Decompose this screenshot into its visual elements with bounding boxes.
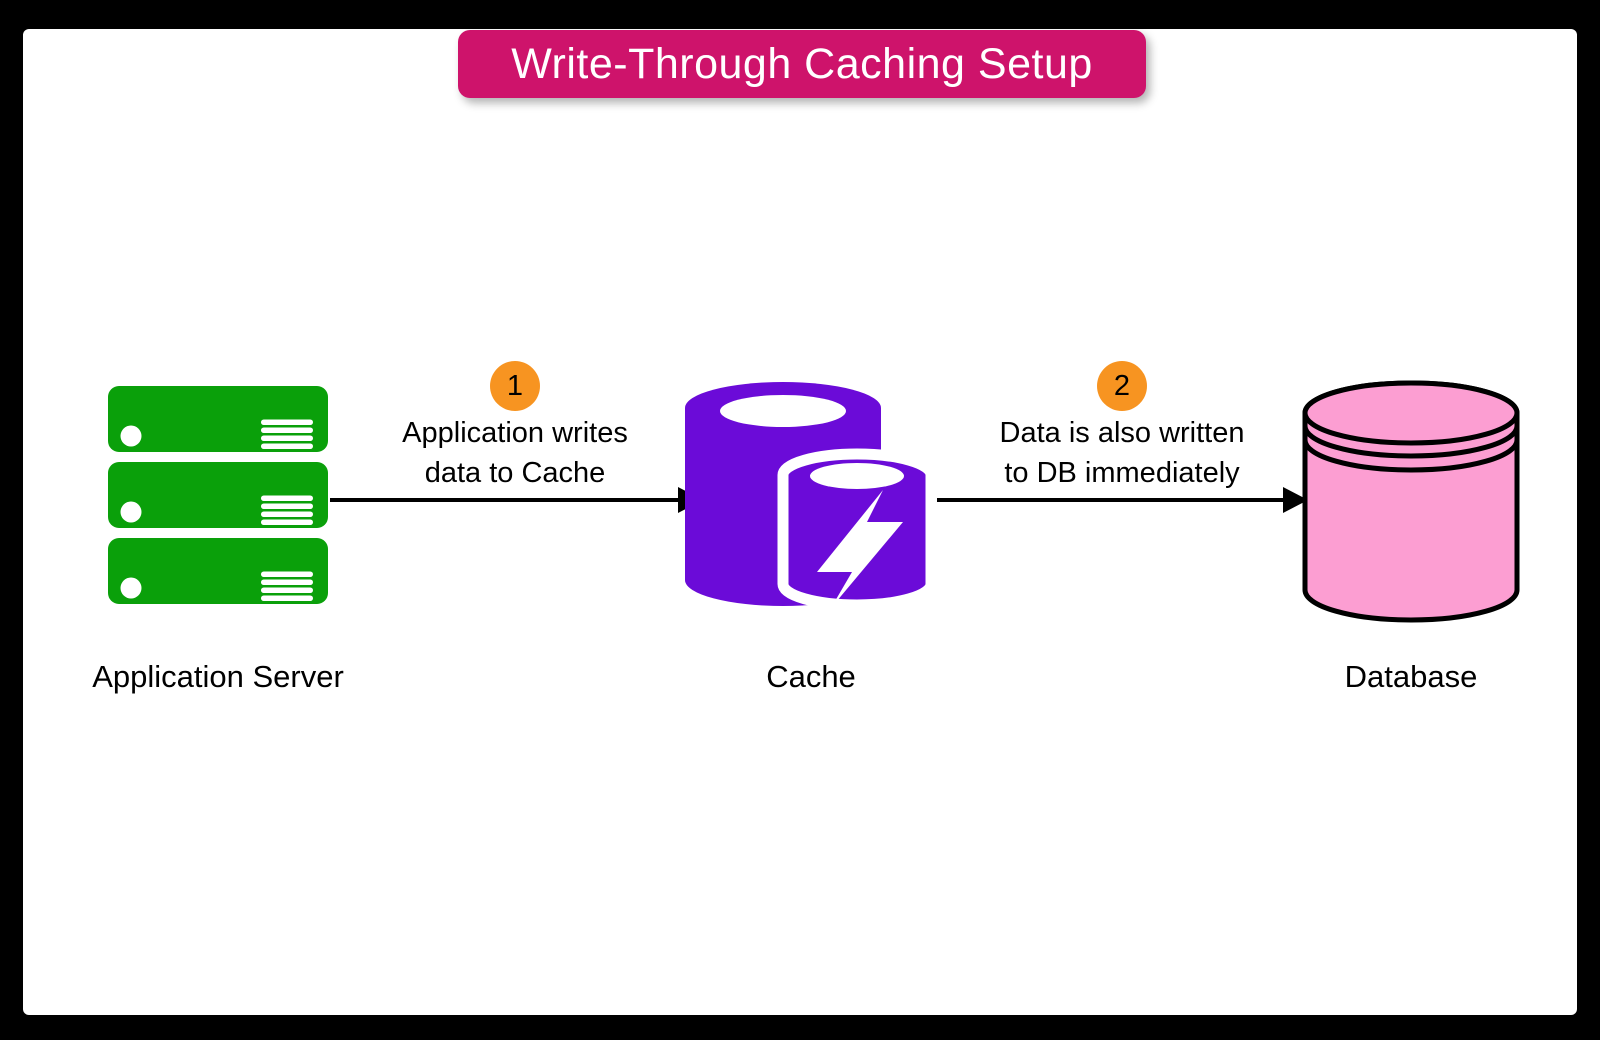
cache-lightning-cylinder-icon [685, 374, 937, 621]
flow-2-label: Data is also written to DB immediately [952, 413, 1292, 493]
app-server-caption: Application Server [92, 659, 344, 694]
database-cylinder-icon [1300, 378, 1522, 631]
step-2-badge: 2 [1097, 361, 1147, 411]
database-caption: Database [1344, 659, 1478, 694]
flow-1-label-line2: data to Cache [424, 457, 606, 489]
flow-1-label: Application writes data to Cache [345, 413, 685, 493]
step-1-badge: 1 [490, 361, 540, 411]
step-1-number: 1 [506, 369, 524, 402]
flow-1-label-line1: Application writes [402, 417, 628, 449]
diagram-title-banner: Write-Through Caching Setup [458, 30, 1146, 98]
diagram-title: Write-Through Caching Setup [511, 39, 1093, 88]
cache-caption: Cache [766, 659, 856, 694]
server-stack-icon [108, 386, 328, 609]
flow-2-label-line1: Data is also written [999, 417, 1245, 449]
flow-2-label-line2: to DB immediately [1004, 457, 1240, 489]
step-2-number: 2 [1113, 369, 1131, 402]
